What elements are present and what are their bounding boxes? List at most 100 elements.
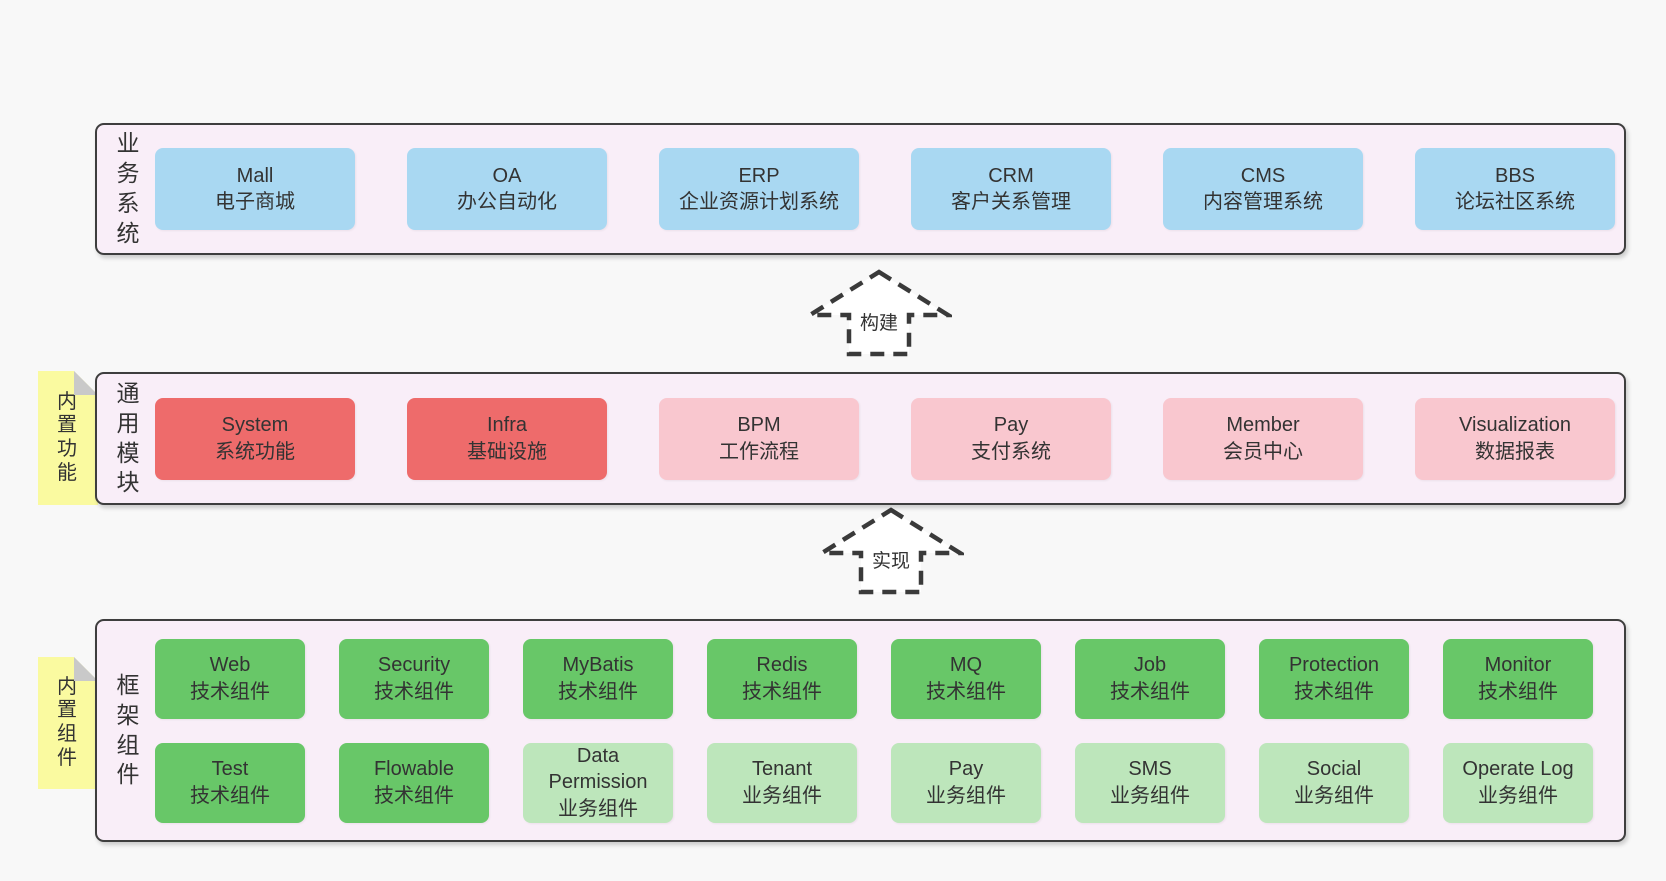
implement-arrow-label: 实现 xyxy=(868,546,914,573)
box-subtitle: 基础设施 xyxy=(467,440,547,463)
component-box-protection: Protection 技术组件 xyxy=(1259,638,1409,719)
box-subtitle: 技术组件 xyxy=(374,784,454,807)
box-subtitle: 业务组件 xyxy=(1294,784,1374,807)
box-subtitle: 技术组件 xyxy=(1478,680,1558,703)
module-box-pay: Pay 支付系统 xyxy=(911,397,1111,480)
component-box-monitor: Monitor 技术组件 xyxy=(1443,638,1593,719)
business-systems-panel: 业 务 系 统 Mall 电子商城 OA 办公自动化 ERP 企业资源计划系统 … xyxy=(95,123,1626,255)
box-subtitle: 内容管理系统 xyxy=(1203,191,1323,213)
box-title: System xyxy=(221,414,289,437)
business-boxes-row: Mall 电子商城 OA 办公自动化 ERP 企业资源计划系统 CRM 客户关系… xyxy=(155,148,1615,230)
component-box-operate-log: Operate Log 业务组件 xyxy=(1443,742,1593,823)
box-subtitle: 技术组件 xyxy=(374,680,454,703)
box-title: Redis xyxy=(756,654,808,677)
box-title: Pay xyxy=(993,414,1029,437)
box-subtitle: 客户关系管理 xyxy=(951,191,1071,213)
component-box-mybatis: MyBatis 技术组件 xyxy=(523,638,673,719)
box-title: CRM xyxy=(988,164,1034,187)
box-title: Operate Log xyxy=(1462,758,1574,781)
box-subtitle: 技术组件 xyxy=(1294,680,1374,703)
sticky-tab-label: 内 置 功 能 xyxy=(57,390,77,484)
sticky-tab-label: 内 置 组 件 xyxy=(57,675,77,769)
system-box-cms: CMS 内容管理系统 xyxy=(1163,148,1363,230)
box-subtitle: 支付系统 xyxy=(971,440,1051,463)
component-box-flowable: Flowable 技术组件 xyxy=(339,742,489,823)
box-subtitle: 技术组件 xyxy=(190,784,270,807)
box-subtitle: 系统功能 xyxy=(215,440,295,463)
box-title: Flowable xyxy=(373,758,455,781)
box-subtitle: 技术组件 xyxy=(190,680,270,703)
panel-label-common-modules: 通 用 模 块 xyxy=(116,379,140,496)
box-title: MQ xyxy=(949,654,983,677)
system-box-mall: Mall 电子商城 xyxy=(155,148,355,230)
module-boxes-row: System 系统功能 Infra 基础设施 BPM 工作流程 Pay 支付系统… xyxy=(155,397,1615,480)
module-box-visualization: Visualization 数据报表 xyxy=(1415,397,1615,480)
component-box-test: Test 技术组件 xyxy=(155,742,305,823)
box-subtitle: 数据报表 xyxy=(1475,440,1555,463)
build-arrow-label: 构建 xyxy=(856,308,902,335)
box-title: Visualization xyxy=(1459,414,1571,437)
box-subtitle: 业务组件 xyxy=(742,784,822,807)
box-title: Pay xyxy=(948,758,984,781)
box-title: Security xyxy=(377,654,451,677)
box-title: ERP xyxy=(738,164,780,187)
box-subtitle: 业务组件 xyxy=(926,784,1006,807)
box-subtitle: 技术组件 xyxy=(742,680,822,703)
box-subtitle: 业务组件 xyxy=(558,797,638,820)
box-title: CMS xyxy=(1240,164,1286,187)
component-box-social: Social 业务组件 xyxy=(1259,742,1409,823)
box-subtitle: 论坛社区系统 xyxy=(1455,191,1575,213)
component-box-data-permission: Data Permission 业务组件 xyxy=(523,742,673,823)
component-box-sms: SMS 业务组件 xyxy=(1075,742,1225,823)
box-subtitle: 技术组件 xyxy=(926,680,1006,703)
box-title: Monitor xyxy=(1484,654,1552,677)
box-subtitle: 工作流程 xyxy=(719,440,799,463)
box-title: BPM xyxy=(737,414,781,437)
box-subtitle: 业务组件 xyxy=(1478,784,1558,807)
panel-label-business-systems: 业 务 系 统 xyxy=(116,130,140,246)
box-title: Tenant xyxy=(751,758,813,781)
system-box-bbs: BBS 论坛社区系统 xyxy=(1415,148,1615,230)
box-title: BBS xyxy=(1494,164,1536,187)
box-title: OA xyxy=(492,164,522,187)
box-subtitle: 技术组件 xyxy=(558,680,638,703)
implement-arrow: 实现 xyxy=(818,506,964,596)
box-title: Protection xyxy=(1288,654,1380,677)
box-title: Job xyxy=(1133,654,1167,677)
module-box-system: System 系统功能 xyxy=(155,397,355,480)
box-title: Infra xyxy=(486,414,528,437)
module-box-bpm: BPM 工作流程 xyxy=(659,397,859,480)
framework-row-2: Test 技术组件 Flowable 技术组件 Data Permission … xyxy=(155,742,1612,823)
framework-boxes-grid: Web 技术组件 Security 技术组件 MyBatis 技术组件 Redi… xyxy=(155,638,1612,823)
box-subtitle: 办公自动化 xyxy=(457,191,557,213)
module-box-infra: Infra 基础设施 xyxy=(407,397,607,480)
component-box-job: Job 技术组件 xyxy=(1075,638,1225,719)
box-subtitle: 电子商城 xyxy=(215,191,295,213)
box-title: Mall xyxy=(236,164,274,187)
component-box-redis: Redis 技术组件 xyxy=(707,638,857,719)
module-box-member: Member 会员中心 xyxy=(1163,397,1363,480)
box-subtitle: 技术组件 xyxy=(1110,680,1190,703)
framework-row-1: Web 技术组件 Security 技术组件 MyBatis 技术组件 Redi… xyxy=(155,638,1612,719)
system-box-crm: CRM 客户关系管理 xyxy=(911,148,1111,230)
framework-components-panel: 框 架 组 件 Web 技术组件 Security 技术组件 MyBatis 技… xyxy=(95,619,1626,842)
box-title: Social xyxy=(1306,758,1362,781)
sticky-tab-builtin-features: 内 置 功 能 xyxy=(38,371,98,505)
box-title: Data Permission xyxy=(548,744,648,794)
box-title: SMS xyxy=(1128,758,1172,781)
box-title: Test xyxy=(211,758,249,781)
component-box-mq: MQ 技术组件 xyxy=(891,638,1041,719)
box-subtitle: 业务组件 xyxy=(1110,784,1190,807)
component-box-security: Security 技术组件 xyxy=(339,638,489,719)
common-modules-panel: 通 用 模 块 System 系统功能 Infra 基础设施 BPM 工作流程 … xyxy=(95,372,1626,505)
component-box-pay: Pay 业务组件 xyxy=(891,742,1041,823)
panel-label-framework-components: 框 架 组 件 xyxy=(116,671,140,788)
box-title: Member xyxy=(1226,414,1300,437)
box-title: MyBatis xyxy=(562,654,634,677)
build-arrow: 构建 xyxy=(806,268,952,358)
box-title: Web xyxy=(209,654,251,677)
component-box-web: Web 技术组件 xyxy=(155,638,305,719)
sticky-tab-builtin-components: 内 置 组 件 xyxy=(38,657,98,789)
system-box-oa: OA 办公自动化 xyxy=(407,148,607,230)
